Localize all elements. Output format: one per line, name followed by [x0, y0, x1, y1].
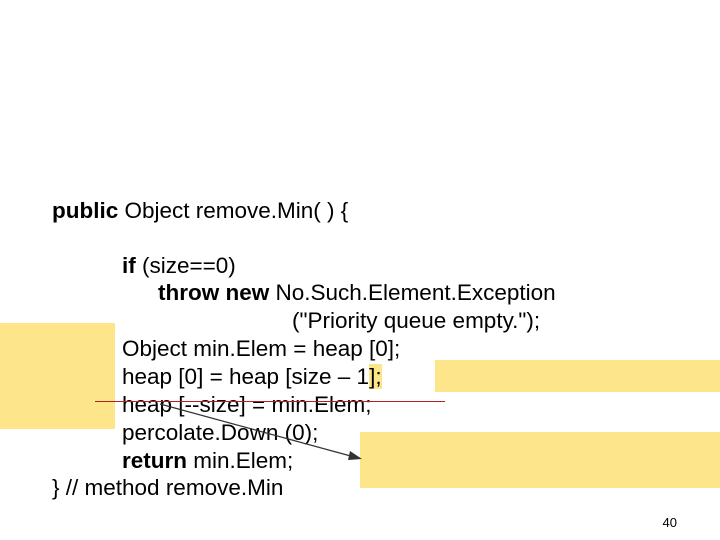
code-text-highlighted: ];: [369, 364, 382, 389]
code-line-percolate: percolate.Down (0);: [122, 419, 318, 446]
code-line-heap-size: heap [--size] = min.Elem;: [122, 391, 371, 418]
code-text: Object min.Elem = heap [0];: [122, 336, 401, 361]
code-line-method-signature: public Object remove.Min( ) {: [52, 197, 348, 224]
highlight-box-left: [0, 323, 115, 429]
keyword-return: return: [122, 448, 188, 473]
code-line-exception-message: ("Priority queue empty.");: [292, 307, 540, 334]
code-line-min-elem: Object min.Elem = heap [0];: [122, 335, 400, 362]
keyword-if: if: [122, 253, 136, 278]
code-text: percolate.Down (0);: [122, 420, 319, 445]
strikethrough-line: [95, 401, 445, 402]
code-text: min.Elem;: [187, 448, 294, 473]
keyword-public: public: [52, 198, 119, 223]
code-line-return: return min.Elem;: [122, 447, 293, 474]
code-text: heap [0] = heap [size – 1: [122, 364, 370, 389]
highlight-box-right-top: [435, 360, 720, 392]
code-text: } // method remove.Min: [52, 475, 284, 500]
code-text: No.Such.Element.Exception: [269, 280, 556, 305]
code-line-if: if (size==0): [122, 252, 236, 279]
keyword-throw-new: throw new: [158, 280, 270, 305]
code-line-heap-assign: heap [0] = heap [size – 1];: [122, 363, 382, 390]
highlight-box-right-bottom: [360, 432, 720, 488]
code-text: Object remove.Min( ) {: [118, 198, 349, 223]
code-text: ("Priority queue empty.");: [292, 308, 541, 333]
code-text: (size==0): [135, 253, 236, 278]
code-text: heap [--size] = min.Elem;: [122, 392, 372, 417]
page-number: 40: [662, 515, 677, 530]
code-line-closing-comment: } // method remove.Min: [52, 474, 283, 501]
code-line-throw: throw new No.Such.Element.Exception: [158, 279, 556, 306]
